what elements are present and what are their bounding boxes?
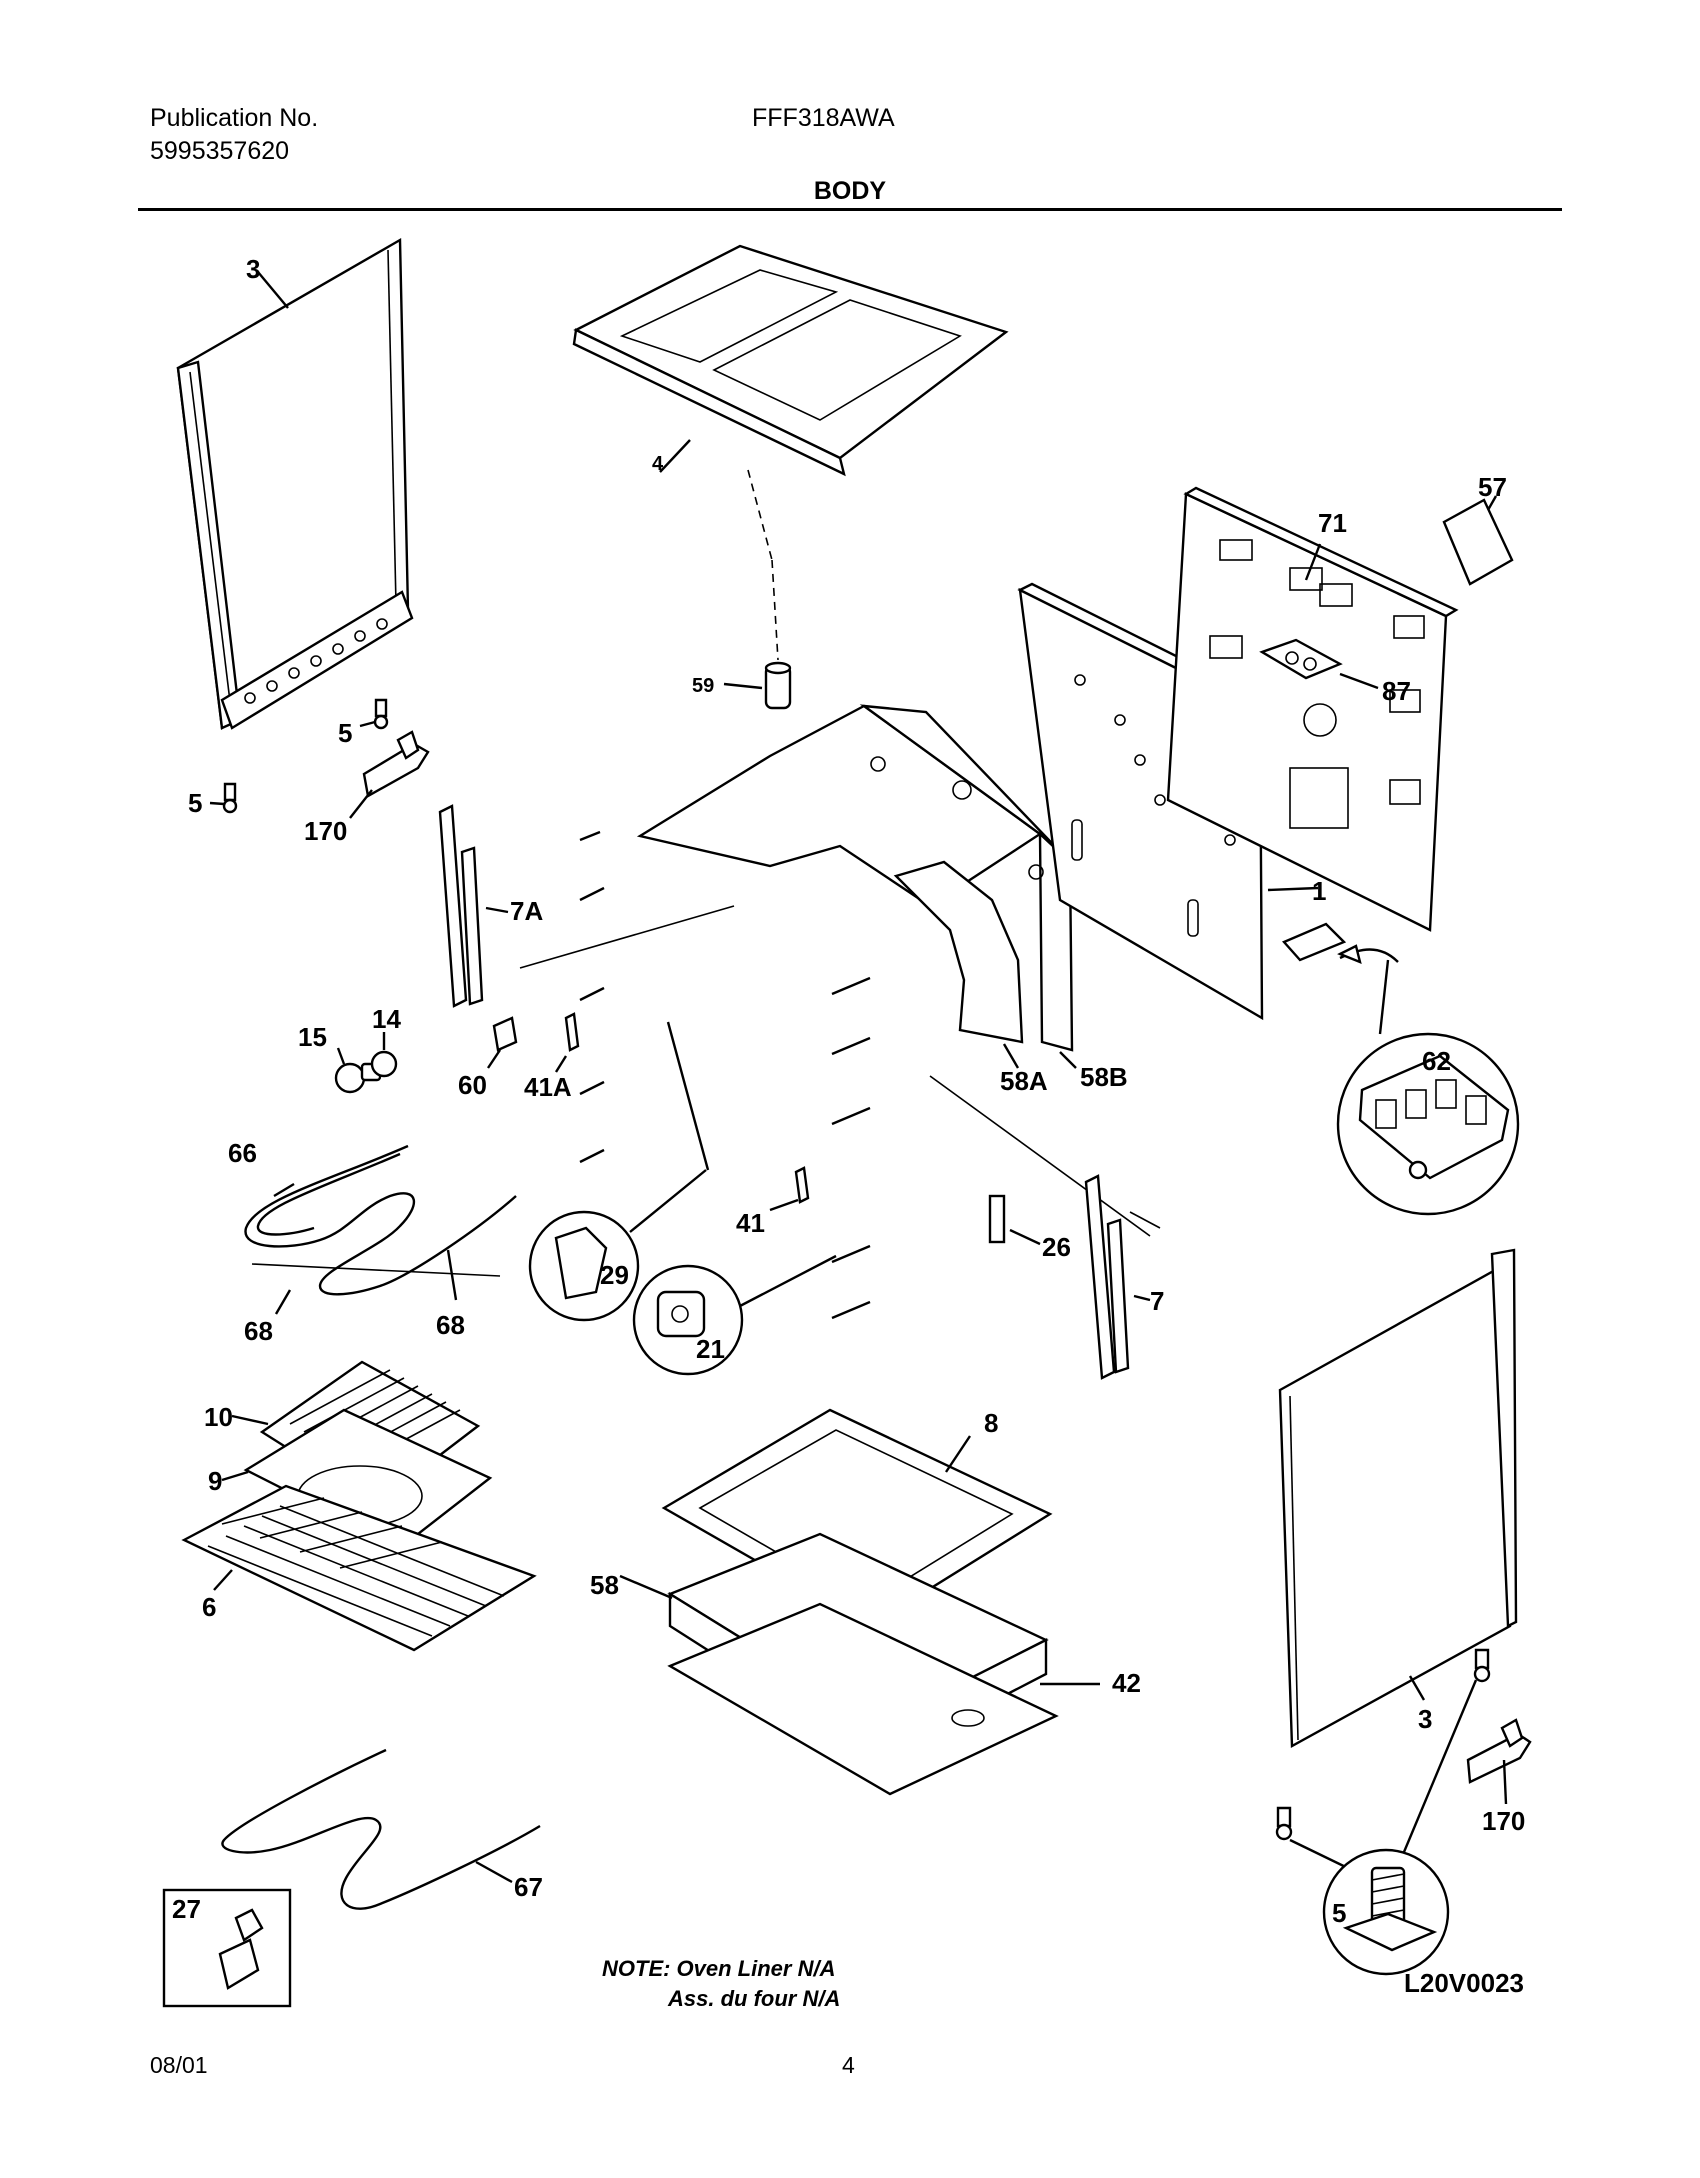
callout-27: 27: [172, 1894, 201, 1924]
callout-5-left-lower: 5: [188, 788, 202, 818]
rear-bracket: [1259, 638, 1379, 690]
bake-element: [221, 1748, 541, 1910]
light-bracket: [487, 1016, 518, 1069]
callout-68-right: 68: [436, 1310, 465, 1340]
bottom-panel: [667, 1602, 1100, 1796]
callout-59: 59: [692, 675, 714, 697]
screw-left-upper: [359, 698, 389, 730]
callout-6: 6: [202, 1592, 216, 1622]
bracket-26: [988, 1194, 1041, 1246]
screw-set: [519, 830, 1151, 1320]
callout-68-left: 68: [244, 1316, 273, 1346]
callout-3-right: 3: [1418, 1704, 1432, 1734]
anti-tip-bracket-right: [1466, 1718, 1532, 1805]
publication-label: Publication No.: [150, 104, 319, 132]
top-panel: [572, 244, 1009, 661]
callout-8: 8: [984, 1408, 998, 1438]
screw-left-lower: [209, 782, 238, 814]
callout-5-right: 5: [1332, 1898, 1346, 1928]
note-line-1: NOTE: Oven Liner N/A: [602, 1956, 836, 1981]
callout-170-right: 170: [1482, 1806, 1525, 1836]
door-hinge-left: [438, 804, 509, 1008]
callout-62: 62: [1422, 1046, 1451, 1076]
callout-4: 4: [652, 453, 664, 475]
left-side-panel: [176, 237, 414, 731]
rear-panel: [1166, 486, 1459, 932]
callout-87: 87: [1382, 676, 1411, 706]
callout-29: 29: [600, 1260, 629, 1290]
section-title: BODY: [813, 177, 887, 205]
callout-170-left: 170: [304, 816, 347, 846]
oven-light-bulb: [334, 1032, 398, 1094]
callout-41: 41: [736, 1208, 765, 1238]
callout-60: 60: [458, 1070, 487, 1100]
callout-71: 71: [1318, 508, 1347, 538]
callout-7a: 7A: [510, 896, 543, 926]
diagram-code: L20V0023: [1404, 1968, 1524, 1998]
clip-21-zoom: [632, 1254, 837, 1376]
note-line-2: Ass. du four N/A: [668, 1986, 841, 2011]
callout-57: 57: [1478, 472, 1507, 502]
anti-tip-bracket-left: [349, 730, 430, 819]
clip-27-box: [162, 1888, 292, 2008]
callout-58a: 58A: [1000, 1066, 1048, 1096]
spacer-post: [723, 661, 792, 710]
callout-58: 58: [590, 1570, 619, 1600]
callout-10: 10: [204, 1402, 233, 1432]
callout-15: 15: [298, 1022, 327, 1052]
callout-7: 7: [1150, 1286, 1164, 1316]
right-side-panel: [1278, 1248, 1518, 1748]
callout-3-left: 3: [246, 254, 260, 284]
model-number: FFF318AWA: [752, 104, 895, 132]
callout-5-left-upper: 5: [338, 718, 352, 748]
footer-date: 08/01: [150, 2052, 208, 2078]
callout-21: 21: [696, 1334, 725, 1364]
door-hinge-right: [1084, 1174, 1161, 1380]
clip-41a: [554, 1012, 580, 1073]
callout-67: 67: [514, 1872, 543, 1902]
clip-41: [769, 1166, 810, 1212]
callout-14: 14: [372, 1004, 401, 1034]
callout-66: 66: [228, 1138, 257, 1168]
callout-9: 9: [208, 1466, 222, 1496]
clip-29-zoom: [528, 1169, 707, 1322]
callout-42: 42: [1112, 1668, 1141, 1698]
broil-element: [244, 1144, 517, 1315]
publication-number: 5995357620: [150, 137, 290, 165]
header-rule: [138, 208, 1562, 211]
rating-plate: [1442, 495, 1514, 586]
terminal-block: [1281, 922, 1520, 1216]
callout-26: 26: [1042, 1232, 1071, 1262]
oven-rack: [181, 1484, 537, 1652]
callout-1: 1: [1312, 876, 1326, 906]
leveling-leg-zoom: [1275, 1648, 1491, 1976]
callout-58b: 58B: [1080, 1062, 1128, 1092]
callout-41a: 41A: [524, 1072, 572, 1102]
front-frame: [636, 704, 1077, 1069]
page-number: 4: [842, 2052, 855, 2078]
